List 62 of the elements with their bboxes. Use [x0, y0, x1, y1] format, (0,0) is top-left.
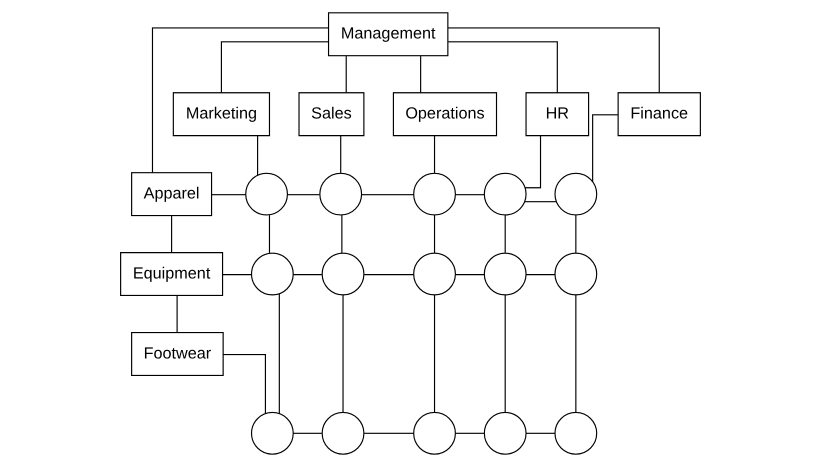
connector [448, 27, 660, 92]
node-box: Management [328, 12, 448, 56]
node-box: HR [525, 92, 590, 136]
connector [278, 294, 280, 414]
connector [176, 296, 178, 332]
connector [212, 194, 246, 196]
node-circle [322, 252, 364, 296]
node-circle [554, 412, 598, 455]
connector [504, 215, 506, 253]
connector [257, 136, 258, 176]
connector [342, 295, 344, 412]
connector [504, 295, 506, 412]
connector [434, 295, 436, 412]
node-box: Equipment [120, 252, 224, 296]
node-circle [484, 172, 527, 216]
node-circle [413, 252, 456, 296]
connector [346, 56, 347, 92]
connector [222, 274, 252, 276]
connector [456, 274, 484, 276]
node-box: Footwear [131, 332, 224, 376]
connector [362, 194, 414, 196]
connector [171, 216, 172, 252]
node-circle [554, 252, 598, 296]
connector [288, 194, 320, 196]
connector [220, 41, 328, 92]
node-circle [322, 412, 364, 455]
node-circle [245, 172, 288, 216]
connector [152, 27, 328, 172]
node-circle [484, 412, 527, 455]
node-box: Apparel [131, 172, 212, 216]
connector [526, 432, 555, 434]
connector [223, 354, 266, 414]
connector [364, 432, 414, 434]
connector [294, 432, 322, 434]
node-box: Finance [618, 92, 701, 136]
node-circle [484, 252, 527, 296]
connector [448, 41, 558, 92]
connector [524, 201, 556, 202]
connector [526, 274, 555, 276]
connector [456, 194, 484, 196]
connector [340, 136, 342, 173]
node-circle [250, 412, 294, 455]
node-circle [413, 412, 456, 455]
node-circle [413, 172, 456, 216]
connector [434, 215, 436, 253]
connector [420, 56, 422, 92]
connector [294, 274, 322, 276]
node-box: Operations [392, 92, 498, 136]
connector [592, 114, 618, 182]
connector [456, 432, 484, 434]
node-circle [554, 172, 598, 216]
connector [575, 295, 576, 412]
connector [525, 136, 542, 188]
node-box: Sales [298, 92, 364, 136]
connector [268, 215, 270, 253]
node-box: Marketing [172, 92, 270, 136]
connector [434, 136, 436, 173]
connector [341, 215, 342, 253]
node-circle [250, 252, 294, 296]
connector [575, 215, 576, 253]
connector [364, 274, 414, 276]
node-circle [319, 172, 362, 216]
